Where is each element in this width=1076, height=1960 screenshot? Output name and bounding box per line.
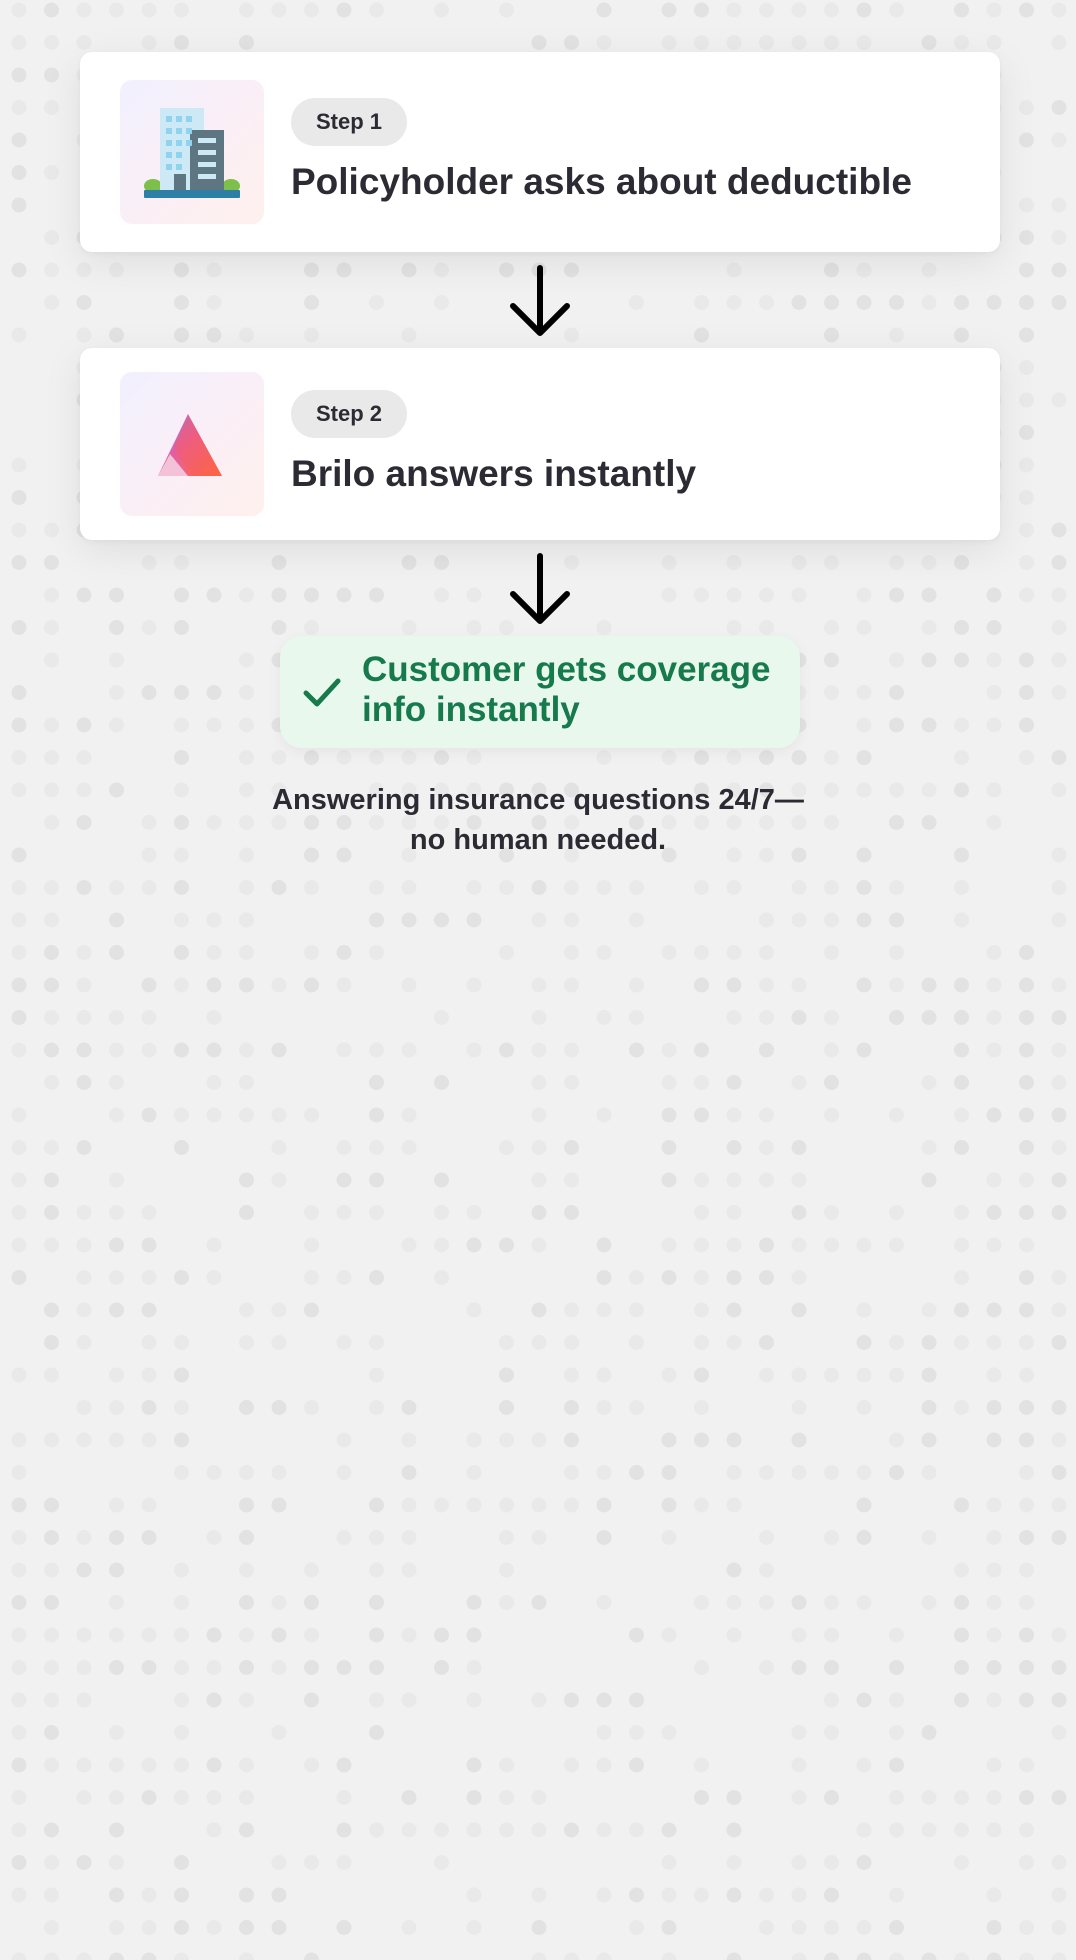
step-2-thumbnail [120, 372, 264, 516]
tagline-line-1: Answering insurance questions 24/7— [272, 784, 804, 816]
tagline: Answering insurance questions 24/7— no h… [180, 780, 896, 860]
result-line-2: info instantly [362, 690, 580, 729]
brilo-logo-icon [158, 414, 222, 476]
office-building-icon [144, 108, 240, 198]
result-line-1: Customer gets coverage [362, 650, 771, 689]
checkmark-icon [303, 678, 341, 707]
step-1-badge: Step 1 [291, 98, 408, 146]
arrow-down-icon [510, 553, 570, 624]
result-text: Customer gets coverage info instantly [362, 650, 782, 730]
step-1-title: Policyholder asks about deductible [291, 161, 912, 202]
step-1-thumbnail [120, 80, 264, 224]
step-1-card: Step 1 Policyholder asks about deductibl… [80, 52, 1000, 252]
step-2-card: Step 2 Brilo answers instantly [80, 348, 1000, 540]
step-2-badge: Step 2 [291, 390, 408, 438]
arrow-down-icon [510, 265, 570, 336]
tagline-line-2: no human needed. [409, 824, 667, 856]
result-banner: Customer gets coverage info instantly [280, 636, 800, 748]
step-2-title: Brilo answers instantly [291, 453, 697, 494]
